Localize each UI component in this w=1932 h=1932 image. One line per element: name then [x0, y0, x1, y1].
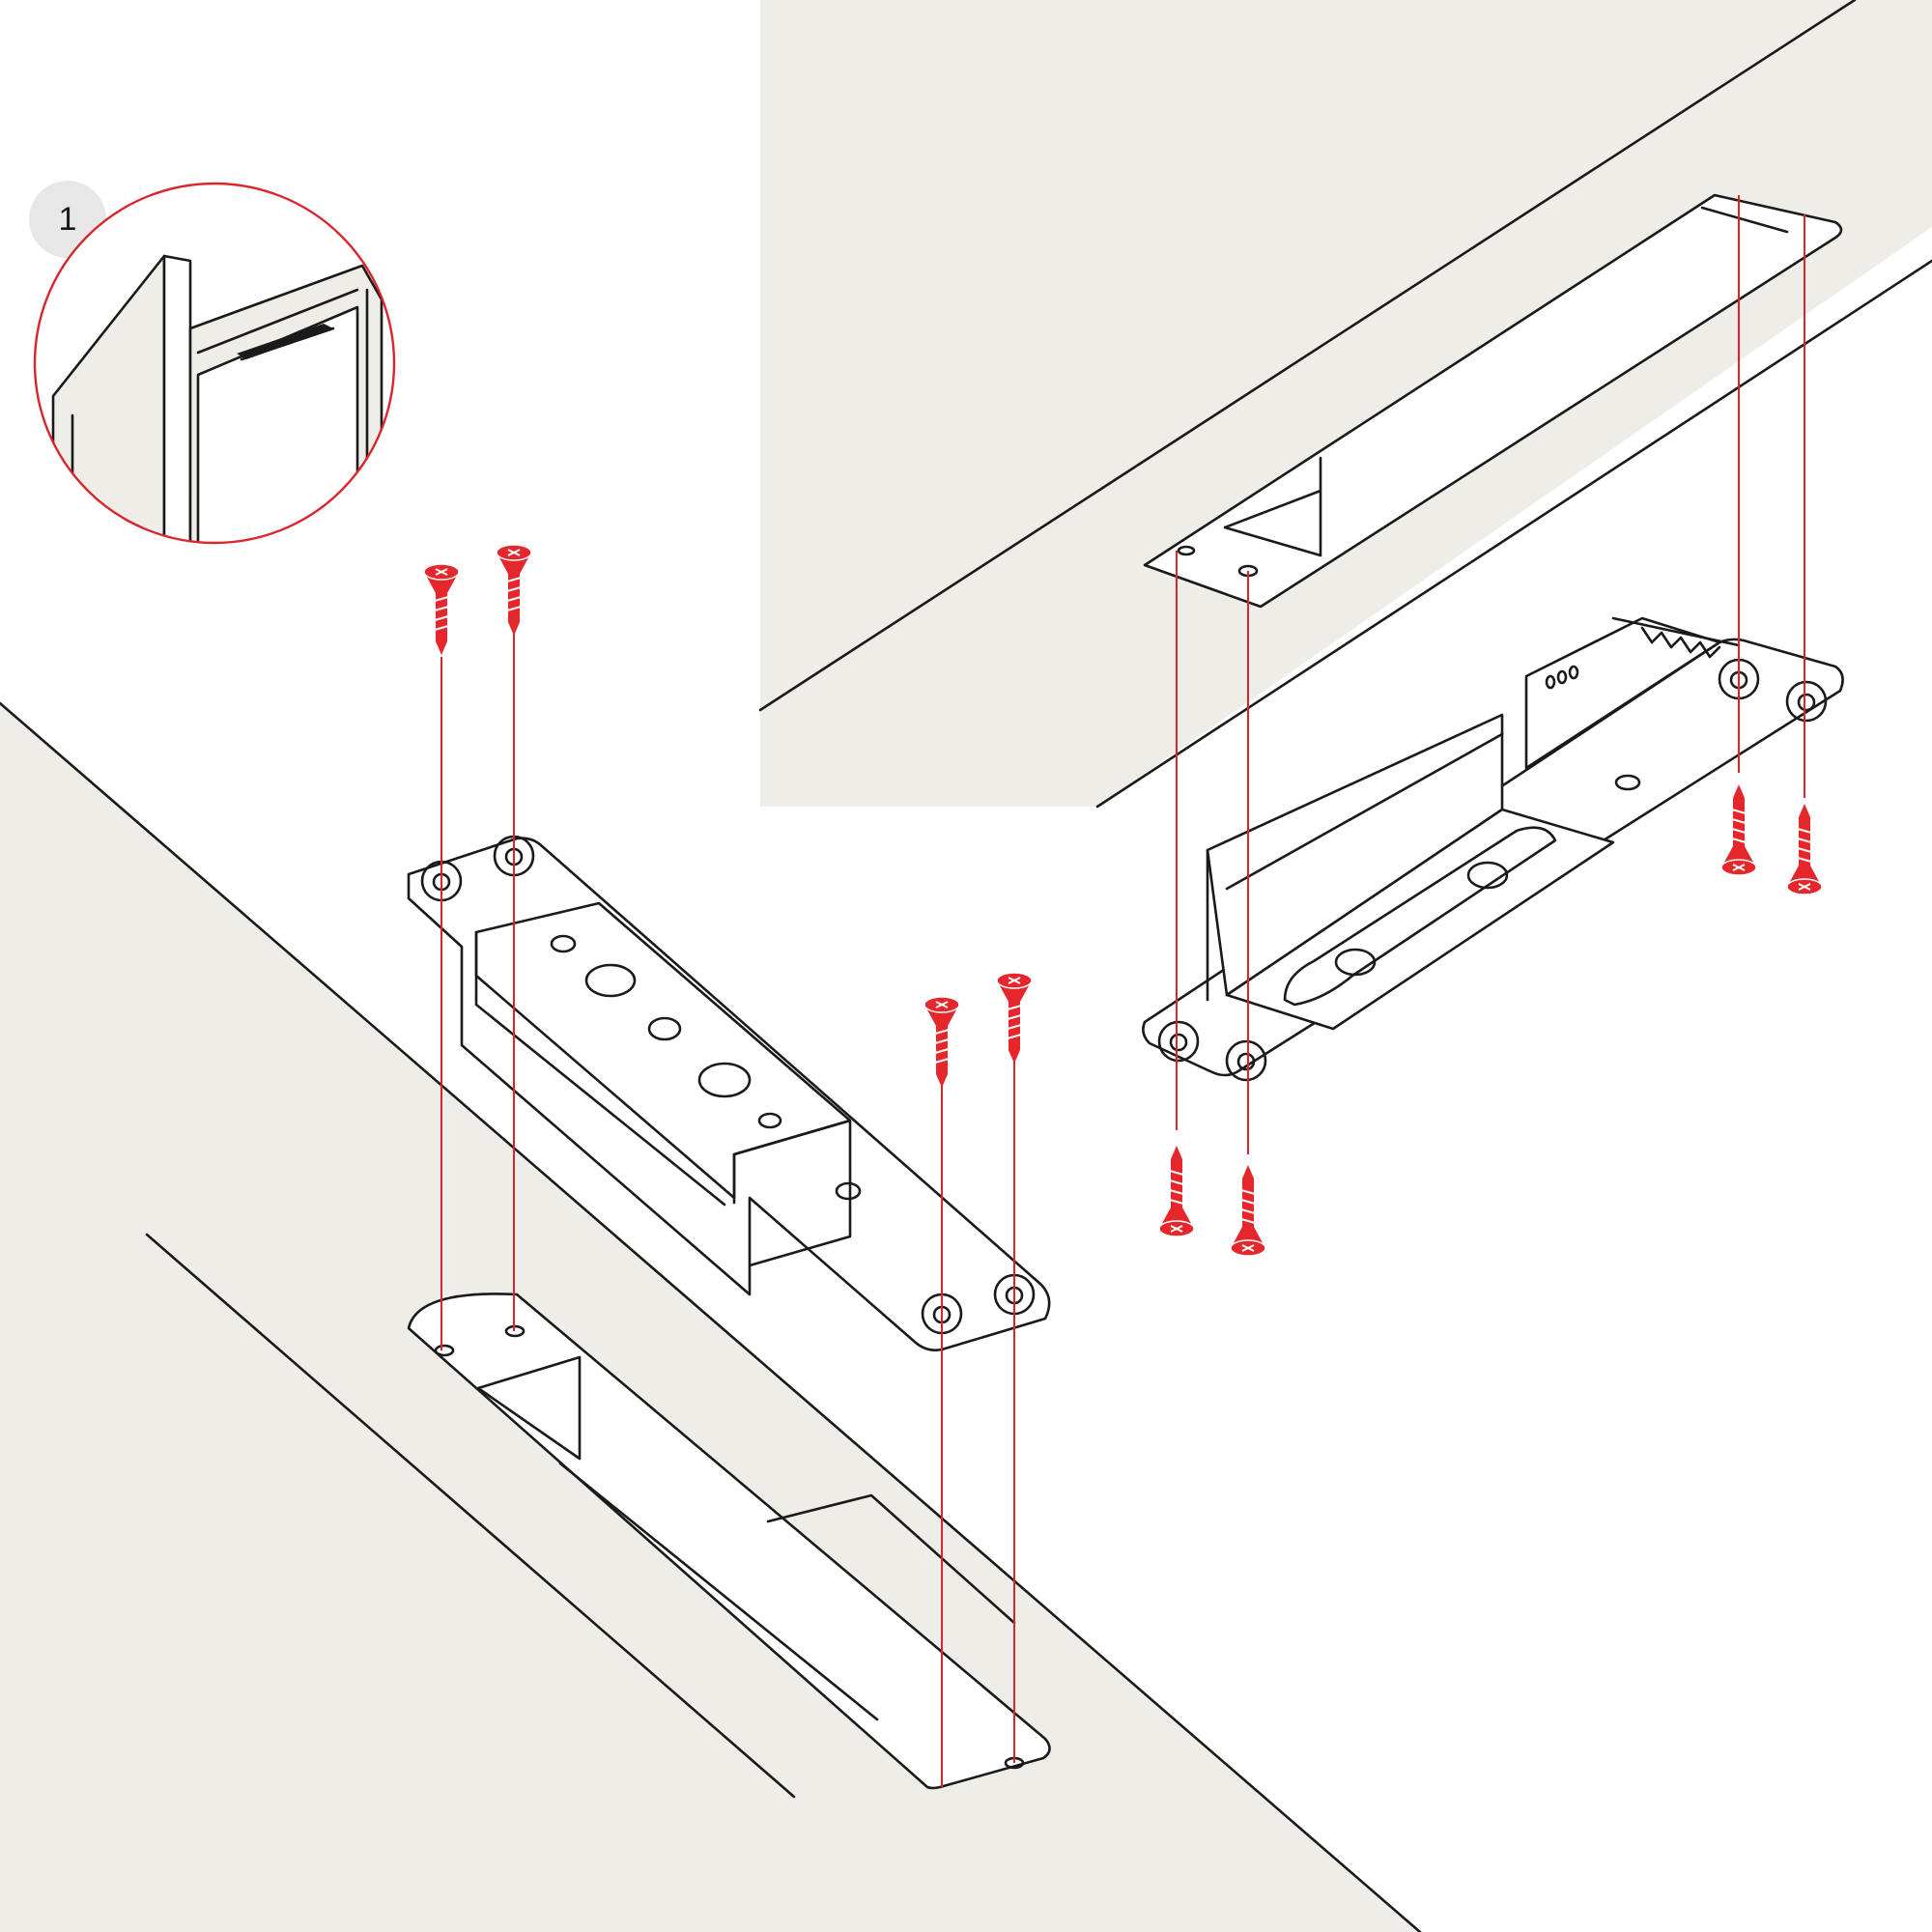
step-number-badge: 1 — [29, 181, 106, 258]
frame-header-surface — [760, 0, 1932, 807]
door-edge-line — [145, 1233, 796, 1799]
screw-icon — [496, 544, 532, 636]
frame-edge-line — [1095, 259, 1932, 809]
screw-icon — [996, 972, 1033, 1064]
inset-detail — [33, 182, 396, 545]
lock-body — [1142, 616, 1844, 1082]
screw-icon — [1158, 1146, 1195, 1237]
step-number: 1 — [58, 200, 77, 238]
screw-guide-lines — [440, 195, 1805, 1787]
screw-icon — [423, 563, 460, 655]
screw-icon — [1786, 804, 1823, 895]
screw-icon — [1230, 1165, 1266, 1257]
screw-icon — [1720, 784, 1757, 876]
screw-icon — [923, 996, 960, 1088]
frame-mortise — [1143, 193, 1843, 609]
door-mortise — [407, 1293, 1051, 1790]
frame-edge-line — [758, 0, 1857, 712]
door-edge-line — [0, 701, 1422, 1932]
